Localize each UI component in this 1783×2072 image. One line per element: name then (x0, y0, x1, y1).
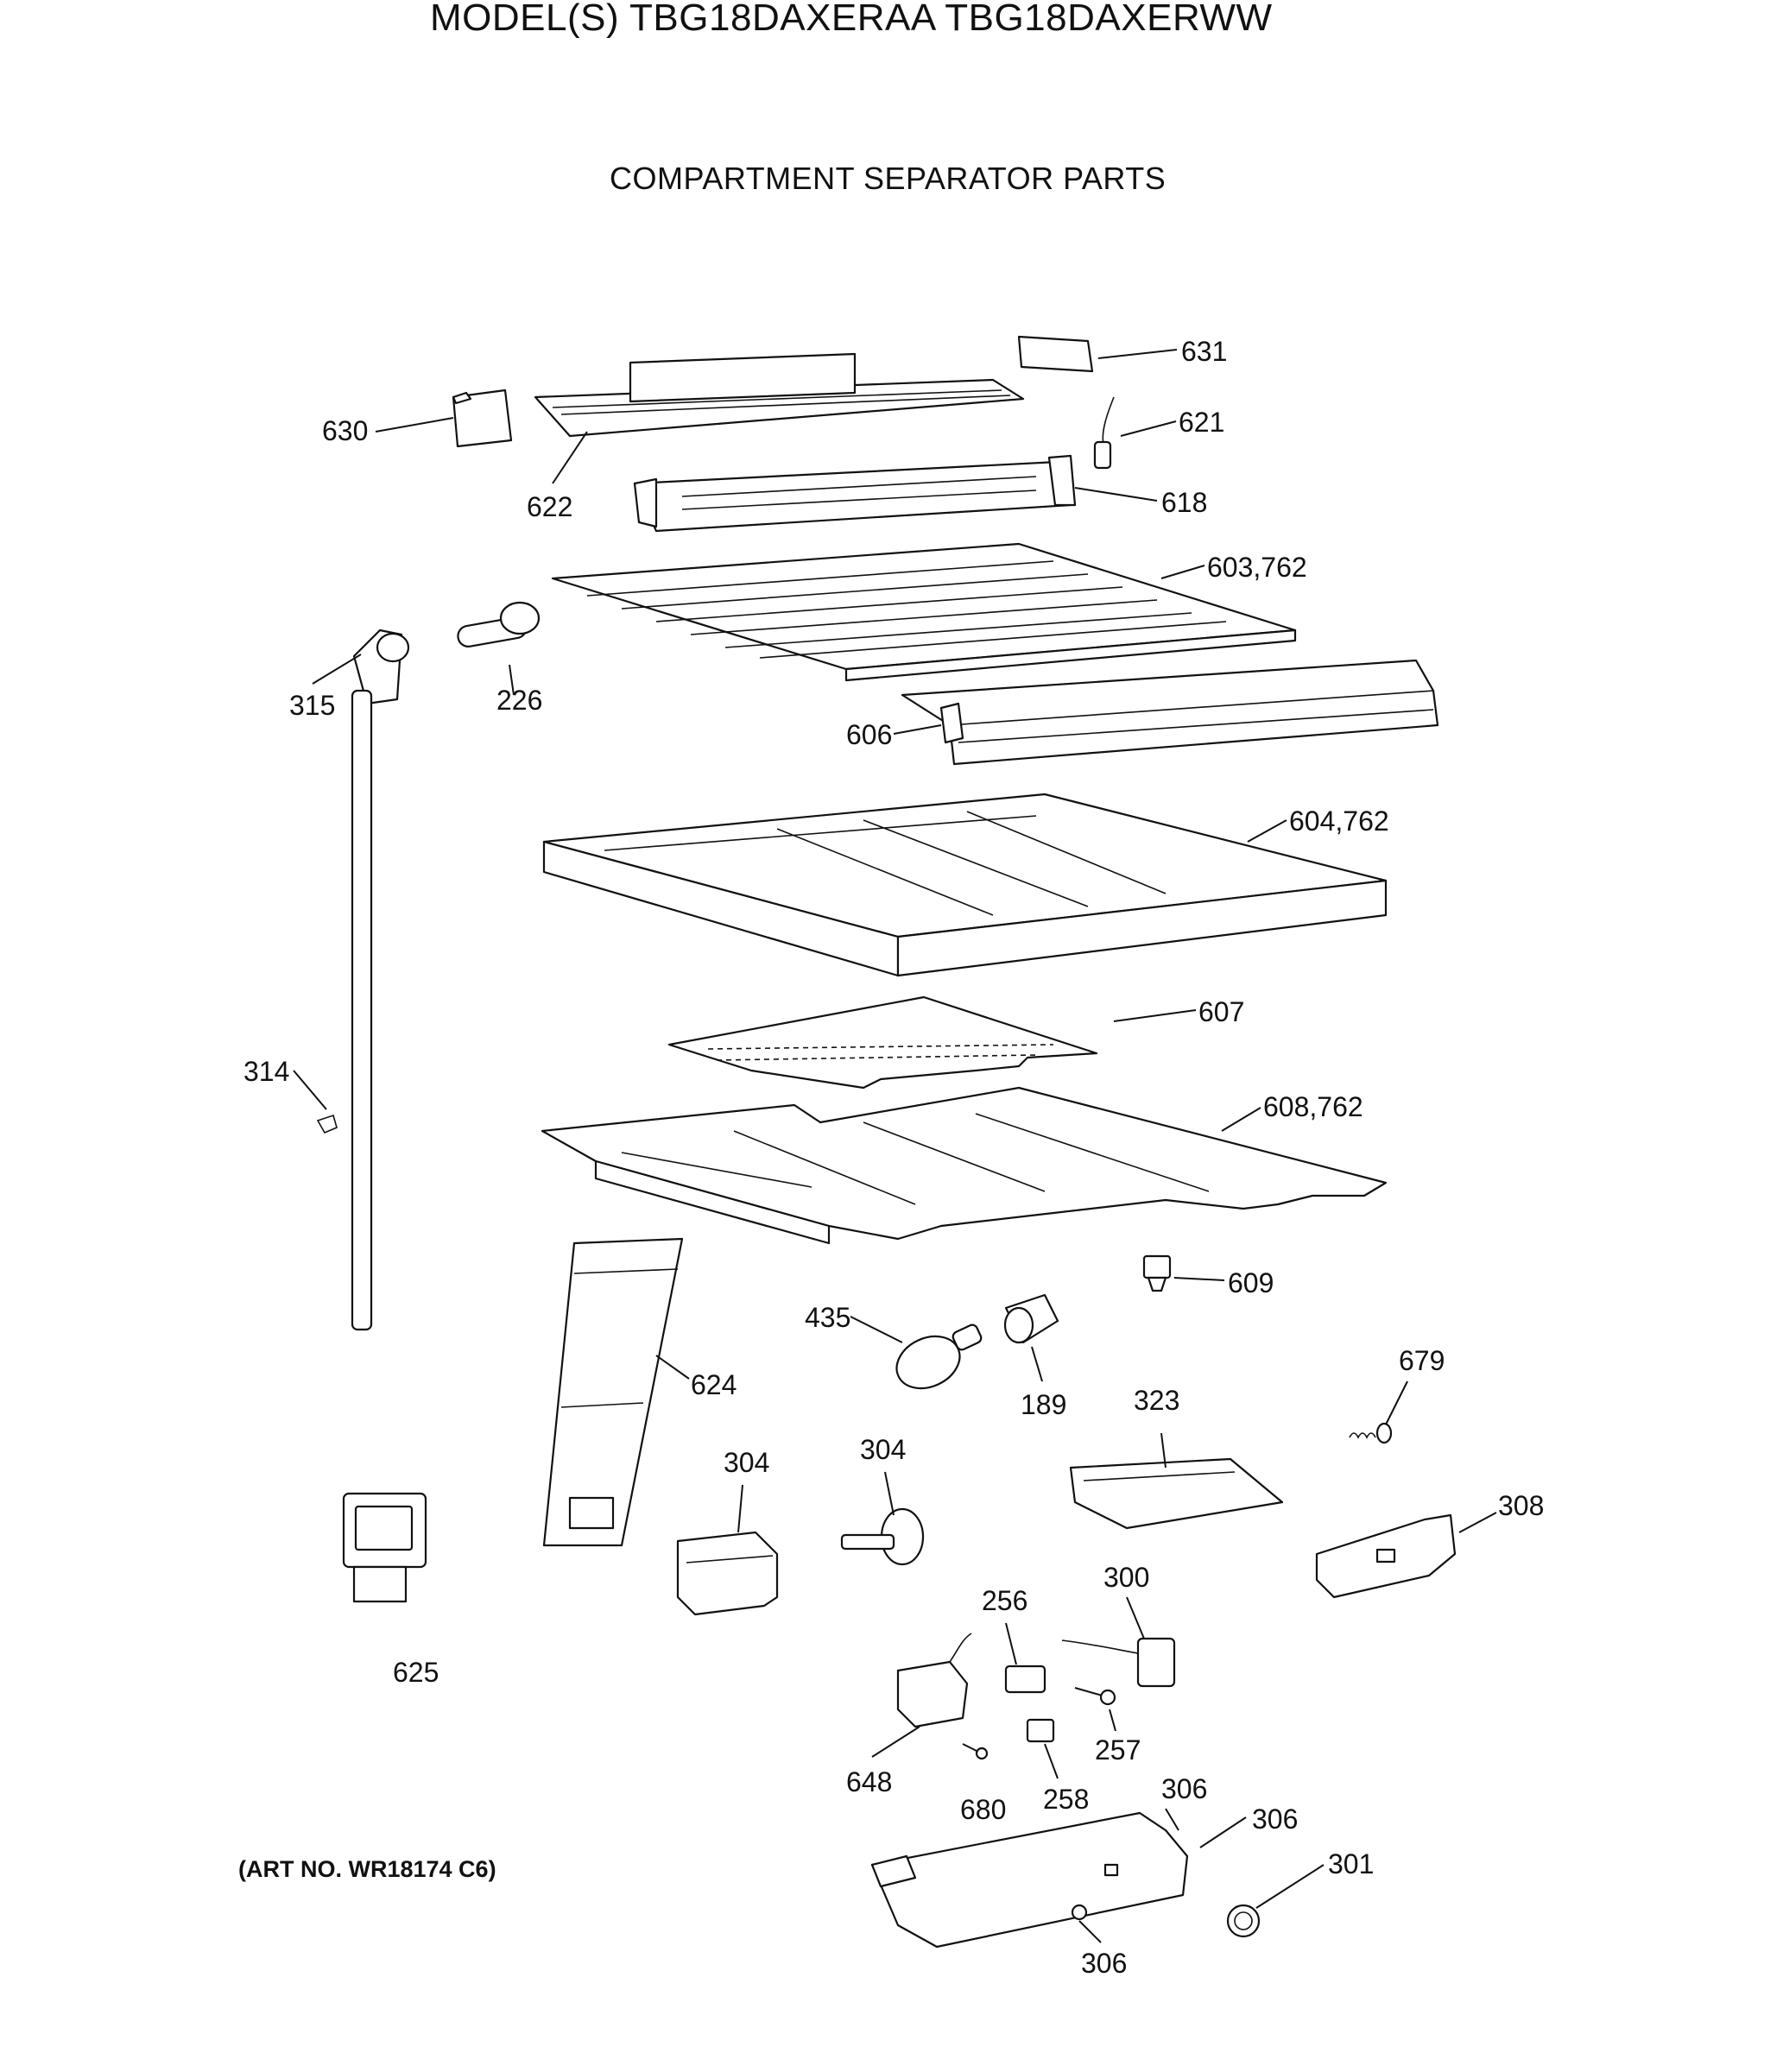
callout-226: 226 (496, 685, 542, 716)
leader-lines (293, 349, 1497, 1943)
part-624-channel (542, 1237, 684, 1547)
callout-189: 189 (1021, 1389, 1066, 1420)
callout-315: 315 (289, 690, 335, 721)
callout-603-762: 603,762 (1207, 552, 1307, 583)
part-306-housing (870, 1811, 1189, 1949)
part-226-plug (457, 601, 541, 648)
callout-621: 621 (1179, 407, 1224, 438)
part-679-spring (1349, 1422, 1393, 1444)
part-300-thermostat (1061, 1637, 1176, 1688)
callout-323: 323 (1134, 1385, 1179, 1416)
part-308-bracket (1315, 1513, 1457, 1599)
callout-435: 435 (805, 1302, 850, 1333)
part-621-sensor (1093, 396, 1115, 470)
callout-631: 631 (1181, 336, 1227, 367)
callout-607: 607 (1198, 996, 1244, 1027)
callout-625: 625 (393, 1657, 439, 1688)
callout-306-right: 306 (1252, 1804, 1298, 1835)
model-title: MODEL(S) TBG18DAXERAA TBG18DAXERWW (430, 0, 1273, 39)
callout-630: 630 (322, 415, 368, 446)
part-604-separator-top (542, 793, 1388, 977)
part-315-hinge (351, 629, 410, 1331)
callout-622: 622 (527, 491, 572, 522)
callout-256: 256 (982, 1585, 1027, 1616)
part-606-duct (901, 659, 1439, 766)
callout-314: 314 (243, 1056, 289, 1087)
callout-258: 258 (1043, 1784, 1089, 1815)
callout-304-housing: 304 (724, 1447, 769, 1478)
part-609-clip (1142, 1254, 1172, 1292)
part-680-screw (962, 1743, 989, 1760)
part-314-clip (316, 1114, 338, 1134)
callout-labels: 631 630 621 622 618 603,762 315 226 606 … (243, 336, 1544, 1979)
callout-606: 606 (846, 719, 892, 750)
callout-648: 648 (846, 1766, 892, 1797)
part-618-grille (633, 454, 1077, 533)
callout-257: 257 (1095, 1734, 1141, 1766)
callout-618: 618 (1161, 487, 1207, 518)
part-258-button (1026, 1718, 1055, 1743)
part-304-housing (676, 1531, 779, 1616)
callout-306-top: 306 (1161, 1773, 1207, 1804)
part-323-bracket (1069, 1457, 1284, 1530)
callout-604-762: 604,762 (1289, 805, 1389, 837)
part-631-cover (1017, 335, 1094, 373)
part-603-shelf (551, 542, 1297, 682)
callout-680: 680 (960, 1794, 1006, 1825)
part-648-timer (896, 1633, 972, 1728)
art-number: (ART NO. WR18174 C6) (238, 1856, 496, 1882)
callout-300: 300 (1103, 1562, 1149, 1593)
part-435-bulb (895, 1323, 983, 1390)
callout-308: 308 (1498, 1490, 1544, 1521)
callout-679: 679 (1399, 1345, 1445, 1376)
callout-609: 609 (1228, 1267, 1274, 1298)
part-256-switch (1004, 1665, 1046, 1694)
callout-301: 301 (1328, 1848, 1374, 1879)
section-title: COMPARTMENT SEPARATOR PARTS (610, 161, 1167, 196)
part-630-bracket (452, 388, 513, 448)
part-257-screw (1074, 1687, 1116, 1706)
part-622-cover (534, 352, 1025, 438)
part-301-knob (1226, 1904, 1261, 1938)
callout-624: 624 (691, 1369, 737, 1400)
part-189-socket (1003, 1293, 1059, 1344)
callout-608-762: 608,762 (1263, 1091, 1363, 1122)
part-625-light-housing (342, 1492, 427, 1603)
callout-306-bottom: 306 (1081, 1948, 1127, 1979)
part-304-knob (840, 1507, 925, 1566)
part-607-insulation (667, 995, 1098, 1090)
callout-304-knob: 304 (860, 1434, 906, 1465)
part-608-separator-bottom (541, 1086, 1388, 1245)
